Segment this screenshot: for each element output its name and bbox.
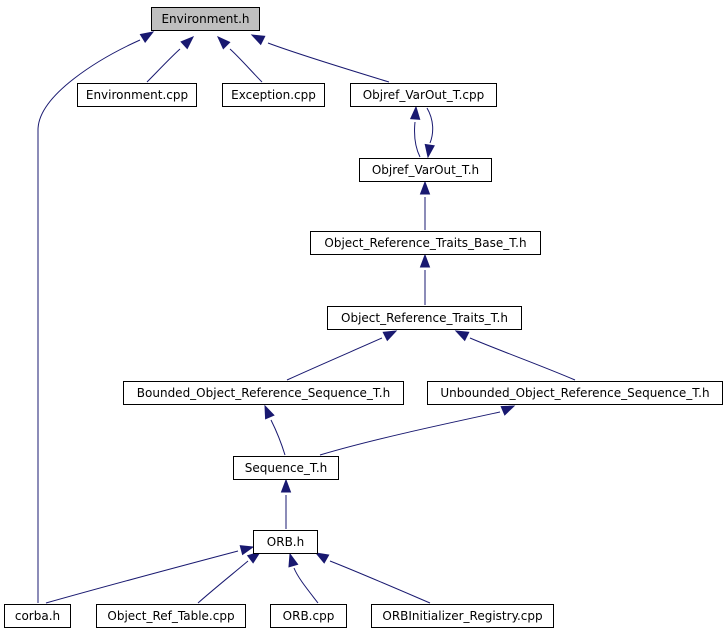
edge-orbinitializer-to-orb-h-arrowhead [314,552,330,564]
edge-bounded-to-orts-line [286,337,383,381]
node-corba-h[interactable]: corba.h [4,604,71,628]
edge-object-ref-table-to-orb-h [197,551,262,604]
edge-objref-varout-cpp-to-objref-varout-h-arrowhead [424,143,435,159]
edge-bounded-to-orts [286,330,398,381]
edge-object-ref-table-to-orb-h-line [197,560,249,604]
edge-sequence-to-bounded [264,404,286,456]
edge-orts-to-orts-base [419,253,431,305]
edge-orb-cpp-to-orb-h-arrowhead [288,552,299,568]
edge-corba-h-to-orb-h-arrowhead [239,545,255,556]
edge-objref-varout-h-to-objref-varout-cpp-arrowhead [409,105,421,120]
edge-corba-h-to-environment-h-line [37,39,141,603]
edge-objref-varout-cpp-to-environment-h-arrowhead [250,34,266,46]
edge-exception-cpp-to-environment-h [216,35,263,83]
edge-objref-varout-cpp-to-environment-h [250,34,390,83]
edge-orb-h-to-sequence-arrowhead [280,478,292,493]
node-sequence-t-h[interactable]: Sequence_T.h [233,456,339,480]
node-orbinitializer-registry-cpp[interactable]: ORBInitializer_Registry.cpp [371,604,554,628]
node-object-ref-table-cpp[interactable]: Object_Ref_Table.cpp [96,604,246,628]
edge-sequence-to-bounded-line [270,419,286,456]
node-bounded-object-reference-sequence-h[interactable]: Bounded_Object_Reference_Sequence_T.h [123,381,404,405]
node-environment-cpp[interactable]: Environment.cpp [77,83,197,107]
edge-bounded-to-orts-arrowhead [382,330,398,342]
edge-sequence-to-unbounded-line [319,411,501,456]
node-objref-varout-cpp[interactable]: Objref_VarOut_T.cpp [350,83,497,107]
edge-orts-base-to-objref-varout-h-arrowhead [419,180,431,195]
node-unbounded-object-reference-sequence-h[interactable]: Unbounded_Object_Reference_Sequence_T.h [427,381,723,405]
edge-unbounded-to-orts-arrowhead [454,330,470,342]
node-object-reference-traits-base-h[interactable]: Object_Reference_Traits_Base_T.h [310,231,541,255]
edge-objref-varout-cpp-to-environment-h-line [267,42,390,83]
edge-orts-to-orts-base-arrowhead [419,253,431,268]
node-object-reference-traits-h[interactable]: Object_Reference_Traits_T.h [327,306,522,330]
edge-exception-cpp-to-environment-h-arrowhead [216,35,231,50]
edge-sequence-to-bounded-arrowhead [264,404,275,420]
edge-objref-varout-cpp-to-objref-varout-h [424,107,435,159]
edge-sequence-to-unbounded-arrowhead [500,405,516,416]
edge-environment-cpp-to-environment-h [146,36,195,83]
edge-orb-h-to-sequence [280,478,292,529]
node-environment-h: Environment.h [151,7,260,31]
edge-exception-cpp-to-environment-h-line [229,48,263,83]
edge-unbounded-to-orts-line [469,337,576,381]
node-orb-h[interactable]: ORB.h [253,530,318,554]
edge-orts-base-to-objref-varout-h [419,180,431,230]
edge-objref-varout-h-to-objref-varout-cpp [409,105,421,158]
edge-corba-h-to-orb-h [45,545,255,604]
edge-objref-varout-cpp-to-objref-varout-h-line [426,107,434,144]
edge-orbinitializer-to-orb-h-line [329,560,431,604]
node-objref-varout-h[interactable]: Objref_VarOut_T.h [359,158,492,182]
node-exception-cpp[interactable]: Exception.cpp [222,83,325,107]
node-orb-cpp[interactable]: ORB.cpp [270,604,347,628]
edge-sequence-to-unbounded [319,405,516,456]
edge-unbounded-to-orts [454,330,576,381]
edge-environment-cpp-to-environment-h-arrowhead [180,36,195,50]
edge-objref-varout-h-to-objref-varout-cpp-line [414,121,421,158]
edge-orbinitializer-to-orb-h [314,552,431,604]
edge-corba-h-to-orb-h-line [45,550,239,604]
edge-environment-cpp-to-environment-h-line [146,48,181,83]
edge-corba-h-to-environment-h-arrowhead [139,31,155,43]
edge-orb-cpp-to-orb-h-line [293,567,319,604]
edge-corba-h-to-environment-h [37,31,155,603]
edge-orb-cpp-to-orb-h [288,552,319,604]
